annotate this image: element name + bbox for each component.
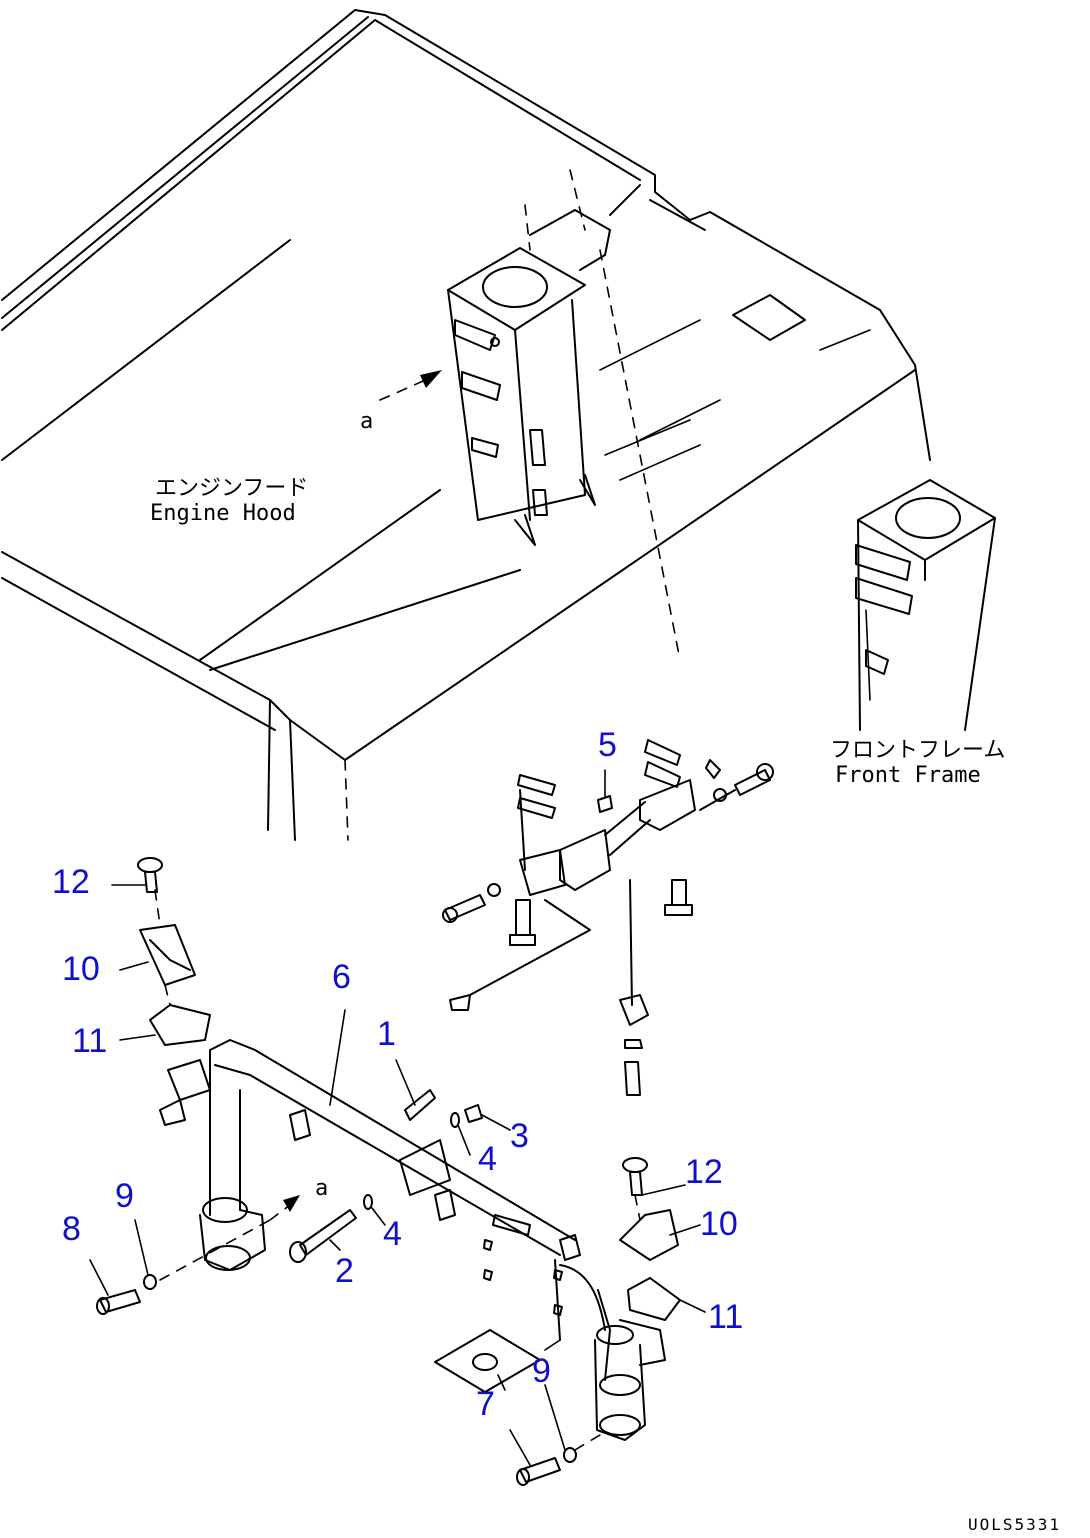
plate-part-7 [434, 1329, 541, 1393]
callout-1: 1 [377, 1015, 396, 1053]
callout-8: 8 [62, 1210, 81, 1248]
callout-11-right: 11 [708, 1298, 743, 1336]
callout-5: 5 [598, 726, 617, 764]
drawing-code: UOLS5331 [968, 1515, 1061, 1534]
main-frame [159, 1039, 646, 1441]
view-label-a-lower: a [315, 1176, 328, 1201]
view-arrow-a-lower: a [269, 1176, 328, 1221]
callout-12-left: 12 [52, 863, 90, 901]
leader-lines [89, 769, 706, 1466]
front-frame-post [855, 479, 996, 731]
engine-hood-outline [1, 9, 931, 841]
upper-bracket-assembly [442, 739, 774, 1096]
callout-6: 6 [332, 958, 351, 996]
callout-9-right: 9 [532, 1352, 551, 1390]
callout-4-right: 4 [478, 1140, 497, 1178]
callout-7: 7 [476, 1385, 495, 1423]
front-frame-label-jp: フロントフレーム [830, 738, 1005, 763]
callout-4-left: 4 [383, 1215, 402, 1253]
engine-hood-label-jp: エンジンフード [155, 476, 308, 501]
callout-3: 3 [510, 1117, 529, 1155]
hood-post [447, 169, 681, 661]
fasteners [96, 1089, 601, 1486]
callout-11-left: 11 [72, 1022, 107, 1060]
callout-10-left: 10 [62, 950, 100, 988]
view-arrow-a-upper: a [360, 370, 442, 434]
view-label-a-upper: a [360, 409, 373, 434]
right-clamp-assembly [619, 1157, 681, 1366]
plate-hole [472, 1353, 498, 1371]
callout-12-right: 12 [685, 1153, 723, 1191]
front-frame-label-en: Front Frame [835, 763, 981, 788]
engine-hood-label-en: Engine Hood [150, 501, 296, 526]
callout-2: 2 [335, 1252, 354, 1290]
left-clamp-assembly [137, 857, 211, 1046]
callout-9-left: 9 [115, 1177, 134, 1215]
callout-10-right: 10 [700, 1205, 738, 1243]
